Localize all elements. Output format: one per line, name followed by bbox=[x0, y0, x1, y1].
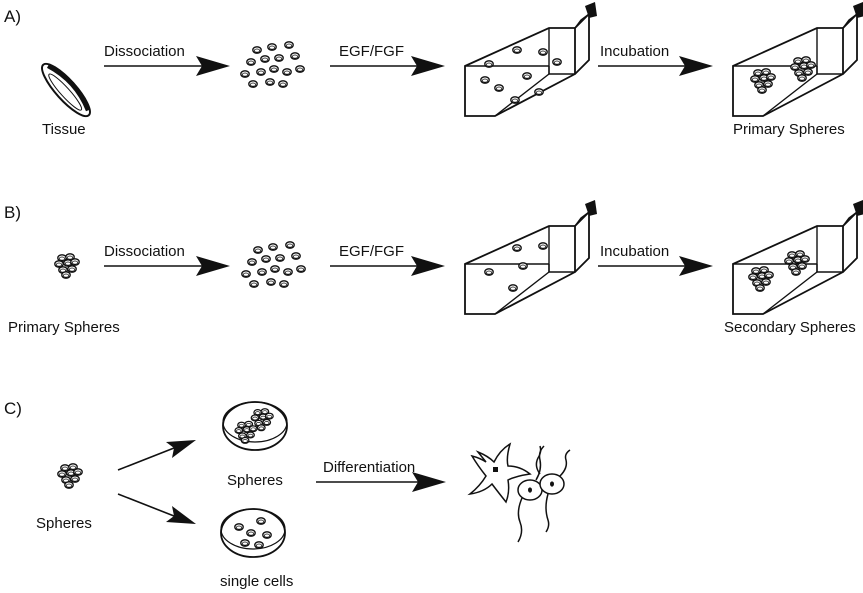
petri-dish-single-cells bbox=[220, 508, 286, 558]
tissue-label: Tissue bbox=[42, 121, 86, 138]
step-incubation-a: Incubation bbox=[600, 43, 669, 60]
step-egf-fgf-b: EGF/FGF bbox=[339, 243, 404, 260]
result-secondary-spheres: Secondary Spheres bbox=[724, 319, 856, 336]
differentiated-cells-icon bbox=[467, 442, 571, 543]
flask-with-cells-b bbox=[464, 199, 598, 315]
arrow-to-sphere-dish bbox=[117, 440, 196, 471]
dish-single-cells-label: single cells bbox=[220, 573, 293, 590]
panel-b-letter: B) bbox=[4, 203, 21, 222]
step-egf-fgf-a: EGF/FGF bbox=[339, 43, 404, 60]
step-differentiation: Differentiation bbox=[323, 459, 415, 476]
step-dissociation-b: Dissociation bbox=[104, 243, 185, 260]
tissue-icon bbox=[41, 62, 91, 118]
arrow-to-single-cell-dish bbox=[117, 493, 196, 524]
arrow-dissociation-a bbox=[104, 56, 230, 76]
dish-spheres-label: Spheres bbox=[227, 472, 283, 489]
panel-c: C) Spheres Spheres bbox=[4, 399, 571, 590]
dissociated-cells-a bbox=[241, 42, 304, 87]
arrow-dissociation-b bbox=[104, 256, 230, 276]
dissociated-cells-b bbox=[242, 242, 305, 287]
panel-a-letter: A) bbox=[4, 7, 21, 26]
arrow-incubation-a bbox=[598, 56, 713, 76]
flask-with-spheres-a bbox=[732, 1, 863, 117]
primary-sphere-icon bbox=[55, 254, 79, 278]
arrow-egf-fgf-a bbox=[330, 56, 445, 76]
start-primary-spheres-label: Primary Spheres bbox=[8, 319, 120, 336]
panel-b: B) Primary Spheres Dissociation EGF/FGF bbox=[4, 199, 863, 336]
flask-with-cells-a bbox=[464, 1, 598, 117]
flask-with-spheres-b bbox=[732, 199, 863, 315]
panel-a: A) Tissue Dissociation EGF/FGF bbox=[4, 1, 863, 138]
step-incubation-b: Incubation bbox=[600, 243, 669, 260]
result-primary-spheres: Primary Spheres bbox=[733, 121, 845, 138]
arrow-differentiation bbox=[316, 472, 446, 492]
spheres-icon-c bbox=[58, 464, 82, 488]
start-spheres-label: Spheres bbox=[36, 515, 92, 532]
petri-dish-spheres bbox=[222, 401, 288, 451]
step-dissociation-a: Dissociation bbox=[104, 43, 185, 60]
arrow-egf-fgf-b bbox=[330, 256, 445, 276]
panel-c-letter: C) bbox=[4, 399, 22, 418]
arrow-incubation-b bbox=[598, 256, 713, 276]
